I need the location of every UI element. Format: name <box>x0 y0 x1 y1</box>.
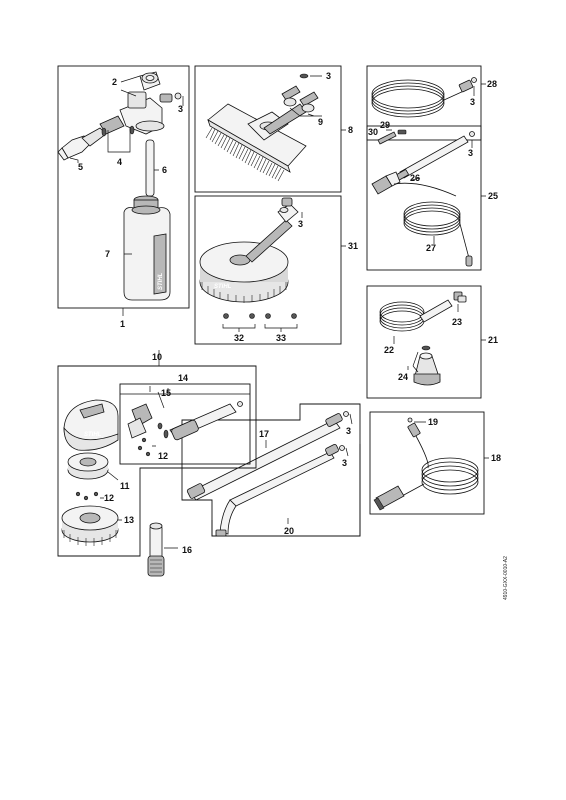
callout-1: 1 <box>120 319 125 329</box>
connector-26 <box>371 171 401 195</box>
hose-coil-22 <box>379 299 453 332</box>
panel-box-31 <box>194 195 342 345</box>
callout-15: 15 <box>161 388 171 398</box>
cover-logo: STIHL <box>84 432 102 438</box>
callout-30: 30 <box>368 127 378 137</box>
callout-3-pipe: 3 <box>468 148 473 158</box>
callout-3-cleaner: 3 <box>298 219 303 229</box>
callout-12-b: 12 <box>104 493 114 503</box>
kit-foam-sprayer: STIHL 2 3 4 5 6 7 1 <box>57 65 190 329</box>
panel-box-8 <box>194 65 342 193</box>
brush-disc-13 <box>61 505 119 546</box>
pipe-hose-27 <box>393 182 473 267</box>
callout-3-brush: 3 <box>326 71 331 81</box>
callout-9: 9 <box>318 117 323 127</box>
rotor-11 <box>67 452 109 480</box>
callout-22: 22 <box>384 345 394 355</box>
callout-3-wand17: 3 <box>346 426 351 436</box>
callout-11: 11 <box>120 481 130 491</box>
callout-19: 19 <box>428 417 438 427</box>
callout-2: 2 <box>112 77 117 87</box>
kit-hp-hose: 19 18 <box>369 411 501 515</box>
rotary-brush-cover: STIHL <box>63 399 119 451</box>
foam-bottle: STIHL <box>123 195 171 301</box>
callout-3: 3 <box>178 104 183 114</box>
callout-25: 25 <box>488 191 498 201</box>
kit-rotary-brush: STIHL <box>57 350 257 577</box>
callout-28: 28 <box>487 79 497 89</box>
callout-21: 21 <box>488 335 498 345</box>
callout-23: 23 <box>452 317 462 327</box>
callout-4: 4 <box>117 157 122 167</box>
callout-16: 16 <box>182 545 192 555</box>
kit-wash-brush: 3 9 8 <box>194 65 353 193</box>
wand-17 <box>186 411 349 501</box>
panel-box-10 <box>57 365 257 557</box>
callout-6: 6 <box>162 165 167 175</box>
gearbox-15 <box>127 401 243 441</box>
coiled-hose-28 <box>371 77 477 118</box>
kit-surface-cleaner: STIHL 3 32 33 31 <box>194 195 358 345</box>
panel-box-14 <box>119 383 251 465</box>
callout-3-wand20: 3 <box>342 458 347 468</box>
callout-7: 7 <box>105 249 110 259</box>
kit-pipe-cleaning: 3 26 27 25 <box>366 125 498 271</box>
callout-5: 5 <box>78 162 83 172</box>
panel-box-18 <box>369 411 485 515</box>
panel-box-1 <box>57 65 190 309</box>
hand-lance-16 <box>147 522 165 577</box>
wand-20 <box>215 444 345 537</box>
brush-bristles <box>205 103 307 182</box>
surface-cleaner-disc: STIHL <box>199 197 299 303</box>
kit-wands: 3 3 17 20 <box>181 403 361 537</box>
hose-grip <box>373 485 405 511</box>
disc-logo: STIHL <box>214 284 232 290</box>
panel-box-20 <box>211 444 361 537</box>
callout-8: 8 <box>348 125 353 135</box>
foam-injector-body <box>119 71 182 135</box>
panel-box-25 <box>366 125 482 271</box>
screws-32-33 <box>223 313 297 319</box>
brush-connectors <box>281 73 319 113</box>
hp-hose-coil <box>401 435 479 497</box>
callout-27: 27 <box>426 243 436 253</box>
hose-end-19 <box>407 417 421 438</box>
adapter-24 <box>413 345 441 386</box>
callout-31: 31 <box>348 241 358 251</box>
panel-box-28 <box>366 65 482 141</box>
kit-hose-adapter: 23 22 24 21 <box>366 285 498 399</box>
callout-26: 26 <box>410 173 420 183</box>
callout-18: 18 <box>491 453 501 463</box>
callout-29: 29 <box>380 120 390 130</box>
bottle-logo: STIHL <box>158 272 164 290</box>
callout-13: 13 <box>124 515 134 525</box>
callout-12-a: 12 <box>158 451 168 461</box>
callout-32: 32 <box>234 333 244 343</box>
panel-box-21 <box>366 285 482 399</box>
callout-14: 14 <box>178 373 188 383</box>
foam-nozzle <box>57 115 125 161</box>
kit-hose-28: 3 28 29 30 <box>366 65 497 145</box>
callout-3-hose28: 3 <box>470 97 475 107</box>
adapter-23 <box>453 291 467 303</box>
oring-29 <box>397 129 407 135</box>
extension-wand <box>395 131 475 181</box>
screws-12 <box>75 437 151 501</box>
callout-24: 24 <box>398 372 408 382</box>
diagram-code: 4910-GXX-0010-A2 <box>503 556 509 600</box>
callout-33: 33 <box>276 333 286 343</box>
nozzle-30 <box>377 131 397 145</box>
callout-20: 20 <box>284 526 294 536</box>
suction-tube <box>145 139 155 197</box>
callout-17: 17 <box>259 429 269 439</box>
callout-10: 10 <box>152 352 162 362</box>
